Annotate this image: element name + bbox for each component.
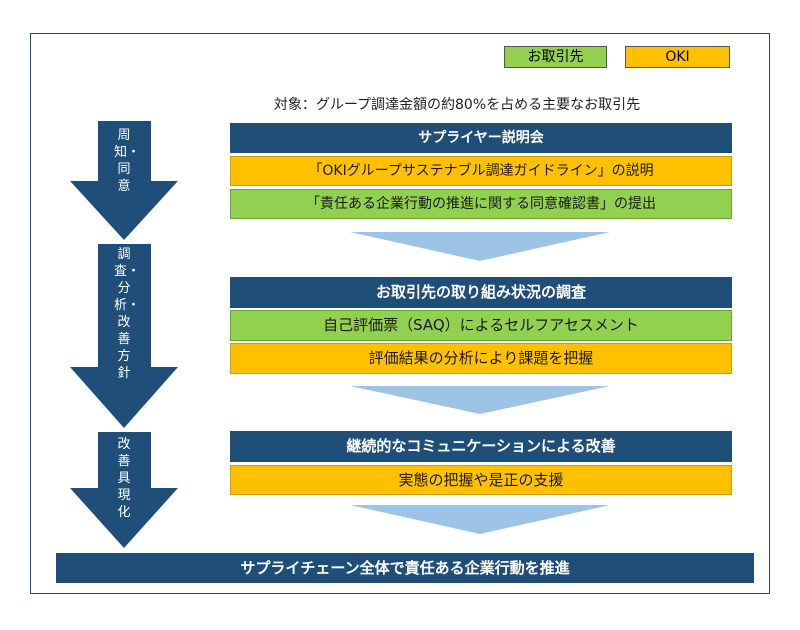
stage2-item-partner: 自己評価票（SAQ）によるセルフアセスメント	[230, 310, 732, 341]
stage2-header-bar: お取引先の取り組み状況の調査	[230, 277, 732, 308]
transition-chevron-2	[350, 386, 610, 414]
stage-arrow-3	[70, 432, 178, 548]
conclusion-bar: サプライチェーン全体で責任ある企業行動を推進	[56, 553, 754, 583]
stage3-item-oki: 実態の把握や是正の支援	[230, 465, 732, 495]
stage-arrow-2	[70, 244, 178, 428]
stage-label-2: 調査・分析・改善方針	[114, 247, 141, 381]
stage2-item-oki: 評価結果の分析により課題を把握	[230, 343, 732, 374]
stage-label-3: 改善具現化	[117, 437, 131, 520]
transition-chevron-3	[350, 505, 610, 534]
stage1-header-bar: サプライヤー説明会	[230, 123, 732, 153]
target-description: 対象：グループ調達金額の約80%を占める主要なお取引先	[273, 97, 641, 113]
legend-partner: お取引先	[504, 46, 607, 68]
stage3-header-bar: 継続的なコミュニケーションによる改善	[230, 431, 732, 462]
stage1-item-partner: 「責任ある企業行動の推進に関する同意確認書」の提出	[230, 189, 732, 219]
stage-label-1: 周知・同意	[114, 128, 141, 194]
legend-oki: OKI	[625, 46, 730, 68]
transition-chevron-1	[350, 232, 610, 261]
stage-arrow-1	[70, 121, 178, 240]
stage1-item-oki: 「OKIグループサステナブル調達ガイドライン」の説明	[230, 156, 732, 186]
